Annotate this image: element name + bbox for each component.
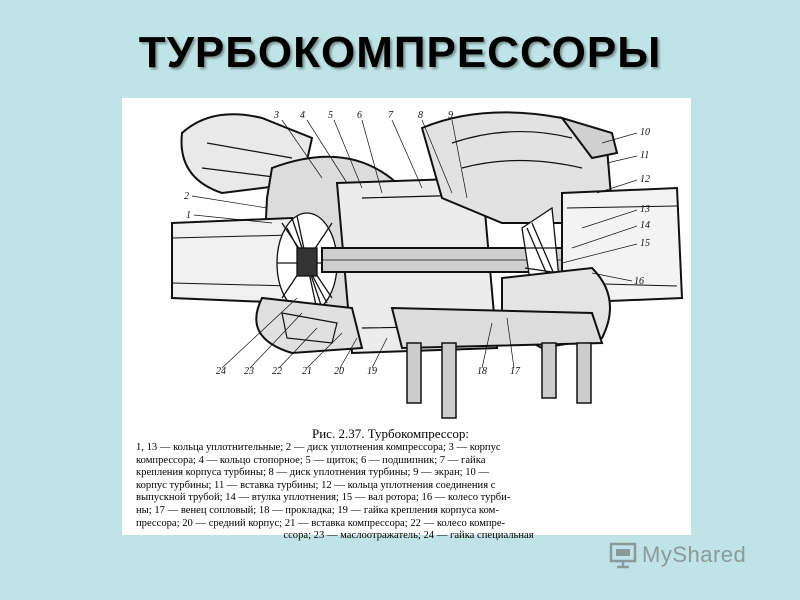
callout-14: 14 (640, 220, 650, 231)
callout-3: 3 (274, 110, 279, 121)
presentation-board-icon (609, 542, 637, 569)
callout-22: 22 (272, 366, 282, 377)
caption-line: ссора; 23 — маслоотражатель; 24 — гайка … (283, 530, 534, 542)
caption-line: корпус турбины; 11 — вставка турбины; 12… (136, 479, 496, 491)
callout-21: 21 (302, 366, 312, 377)
figure-title: Рис. 2.37. Турбокомпрессор: (312, 426, 469, 441)
caption-line: ны; 17 — венец сопловый; 18 — прокладка;… (136, 504, 499, 516)
callout-7: 7 (388, 110, 393, 121)
figure-caption: 1, 13 — кольца уплотнительные; 2 — диск … (136, 442, 681, 543)
callout-16: 16 (634, 276, 644, 287)
caption-line: выпускной трубой; 14 — втулка уплотнения… (136, 492, 511, 504)
caption-line: 1, 13 — кольца уплотнительные; 2 — диск … (136, 442, 501, 453)
callout-24: 24 (216, 366, 226, 377)
slide-title: ТУРБОКОМПРЕССОРЫ (138, 28, 662, 77)
caption-line: крепления корпуса турбины; 8 — диск упло… (136, 467, 490, 479)
callout-9: 9 (448, 110, 453, 121)
left-pipe (171, 216, 293, 305)
callout-20: 20 (334, 366, 344, 377)
callout-1: 1 (186, 210, 191, 221)
callout-17: 17 (510, 366, 520, 377)
callout-8: 8 (418, 110, 423, 121)
callout-18: 18 (477, 366, 487, 377)
callout-12: 12 (640, 174, 650, 185)
turbocharger-drawing (171, 111, 684, 419)
callout-15: 15 (640, 238, 650, 249)
callout-23: 23 (244, 366, 254, 377)
callout-2: 2 (184, 191, 189, 202)
turbine-housing-outer (559, 116, 619, 160)
callout-4: 4 (300, 110, 305, 121)
callout-13: 13 (640, 204, 650, 215)
mounting-studs (406, 342, 592, 419)
callout-5: 5 (328, 110, 333, 121)
watermark-logo: MyShared (608, 540, 746, 570)
watermark-text: MyShared (642, 542, 747, 567)
callout-10: 10 (640, 127, 650, 138)
callout-19: 19 (367, 366, 377, 377)
compressor-wheel (276, 212, 338, 314)
callout-11: 11 (640, 150, 650, 161)
caption-line: прессора; 20 — средний корпус; 21 — вста… (136, 517, 506, 529)
mounting-flange (390, 306, 604, 350)
caption-line: компрессора; 4 — кольцо стопорное; 5 — щ… (136, 454, 486, 466)
callout-6: 6 (357, 110, 362, 121)
turbocharger-figure: 1 2 3 4 5 6 7 8 9 10 11 12 13 14 15 16 1… (122, 98, 691, 541)
